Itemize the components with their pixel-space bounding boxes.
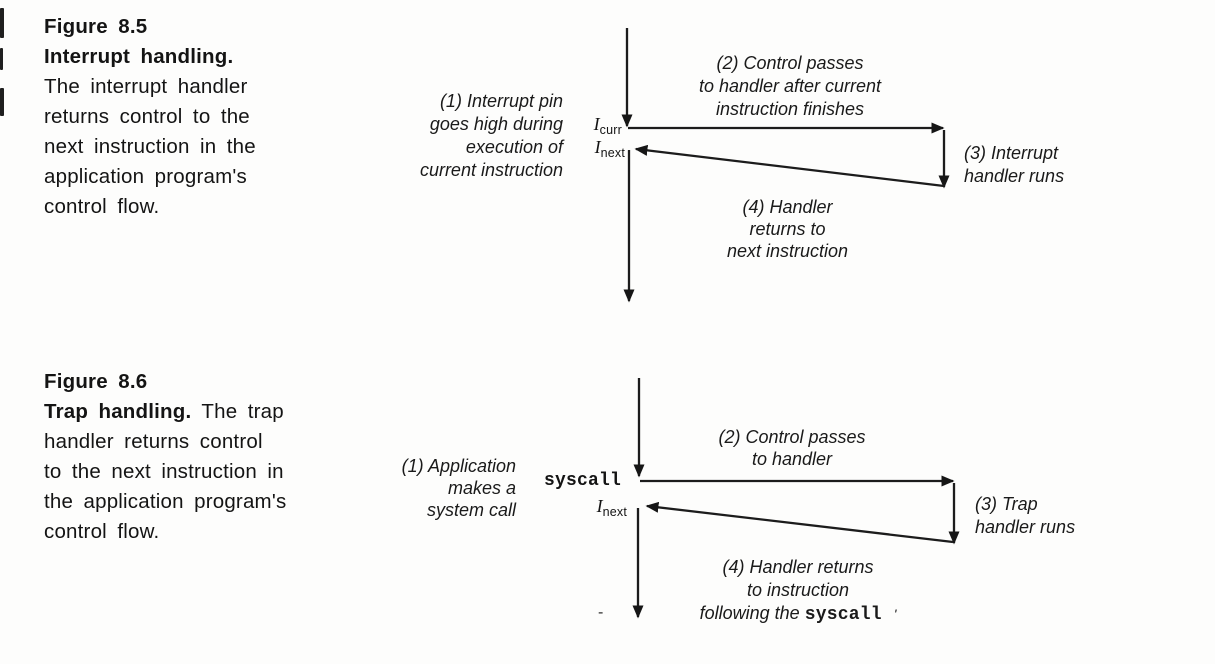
scan-edge-artifact: [0, 88, 4, 116]
fig86-handler-return-arrow: [645, 501, 954, 544]
scan-edge-artifact: [0, 8, 4, 38]
caption-line: handler returns control: [44, 430, 263, 453]
scan-artifact-dash: -: [598, 604, 604, 621]
caption-text: The trap: [191, 400, 284, 423]
caption-line: application program's: [44, 165, 247, 188]
annotation-line: (1) Application: [401, 456, 516, 476]
annotation-line: to instruction: [746, 580, 850, 600]
instruction-symbol: I: [593, 114, 600, 134]
figure-subtitle: Interrupt handling.: [44, 45, 234, 68]
annotation-line: to handler: [751, 449, 833, 469]
caption-line: returns control to the: [44, 105, 250, 128]
figure-subtitle: Trap handling.: [44, 400, 192, 423]
figure-title: Figure 8.5: [44, 15, 148, 38]
caption-line: control flow.: [44, 195, 160, 218]
step2-annotation: (2) Control passes to handler after curr…: [655, 52, 925, 121]
annotation-line: (3) Interrupt: [964, 143, 1059, 163]
annotation-line: (1) Interrupt pin: [439, 91, 563, 111]
instruction-subscript: next: [600, 146, 625, 160]
syscall-inline-code: syscall: [804, 605, 882, 625]
annotation-line: system call: [426, 500, 516, 520]
caption-line: to the next instruction in: [44, 460, 284, 483]
annotation-line: handler runs: [975, 517, 1076, 537]
annotation-line: returns to: [749, 219, 826, 239]
annotation-line: goes high during: [429, 114, 563, 134]
annotation-line: current instruction: [419, 160, 563, 180]
inext-label: Inext: [595, 137, 625, 164]
instruction-subscript: curr: [599, 123, 622, 137]
step4-annotation: (4) Handler returns to next instruction: [650, 196, 925, 262]
annotation-line: (3) Trap: [975, 494, 1038, 514]
instruction-symbol: I: [594, 137, 601, 157]
caption-line: Trap handling. The trap: [44, 397, 354, 427]
step3-annotation: (3) Trap handler runs: [975, 493, 1075, 539]
annotation-line: (4) Handler: [742, 197, 833, 217]
annotation-line: instruction finishes: [715, 99, 865, 119]
scan-edge-artifact: [0, 48, 3, 70]
caption-line: The interrupt handler: [44, 75, 248, 98]
annotation-line: makes a: [447, 478, 516, 498]
caption-line: the application program's: [44, 490, 287, 513]
annotation-line: handler runs: [964, 166, 1065, 186]
instruction-symbol: I: [596, 496, 603, 516]
annotation-line: to handler after current: [698, 76, 882, 96]
icurr-label: Icurr: [594, 114, 622, 141]
annotation-line: execution of: [465, 137, 563, 157]
annotation-line: (4) Handler returns: [722, 557, 874, 577]
step1-annotation: (1) Application makes a system call: [402, 455, 516, 521]
figure-title: Figure 8.6: [44, 370, 148, 393]
step1-annotation: (1) Interrupt pin goes high during execu…: [420, 90, 563, 182]
annotation-line: (2) Control passes: [716, 53, 864, 73]
scan-artifact-apostrophe: ': [893, 606, 897, 622]
step3-annotation: (3) Interrupt handler runs: [964, 142, 1064, 188]
figure-8-5-caption: Figure 8.5 Interrupt handling. The inter…: [44, 12, 354, 222]
caption-line: next instruction in the: [44, 135, 256, 158]
step2-annotation: (2) Control passes to handler: [672, 426, 912, 470]
instruction-subscript: next: [602, 505, 627, 519]
caption-line: control flow.: [44, 520, 160, 543]
annotation-line: (2) Control passes: [718, 427, 866, 447]
fig85-handler-return-arrow: [634, 144, 945, 188]
figure-8-6-caption: Figure 8.6 Trap handling. The trap handl…: [44, 367, 354, 547]
step4-annotation: (4) Handler returns to instruction follo…: [655, 556, 941, 627]
inext-label: Inext: [597, 496, 627, 523]
annotation-text: following the: [699, 603, 805, 623]
annotation-line: next instruction: [726, 241, 849, 261]
syscall-label: syscall: [543, 471, 621, 491]
annotation-line: following the syscall ': [655, 602, 941, 627]
